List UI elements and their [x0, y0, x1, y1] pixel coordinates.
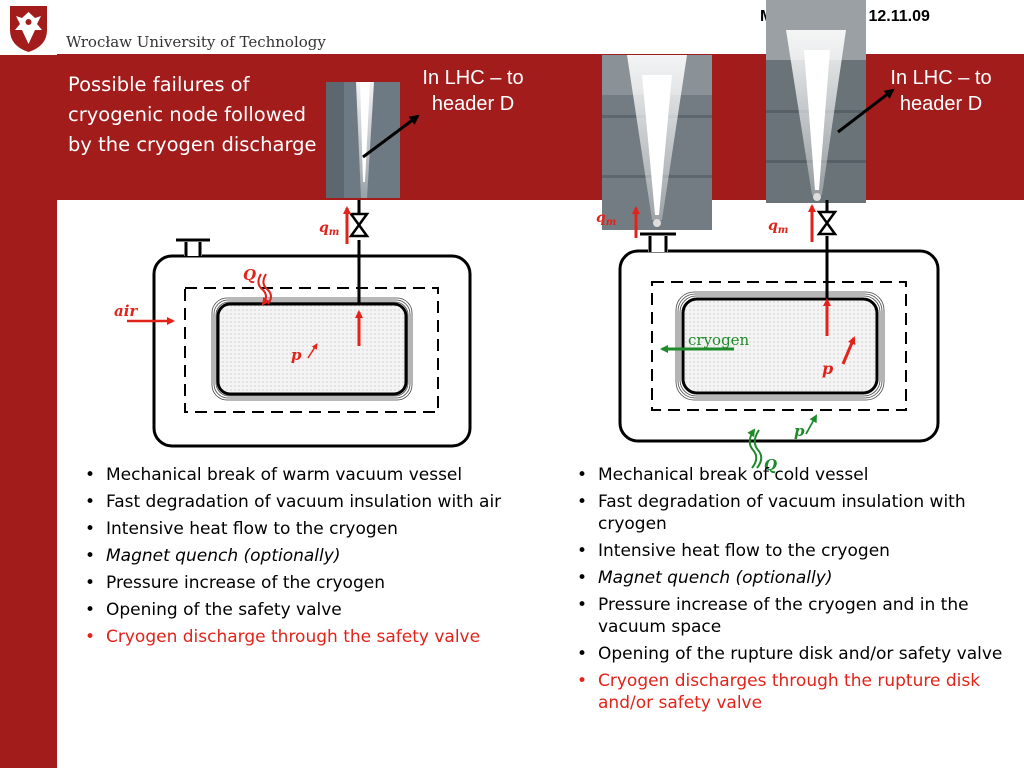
heat-label: Q — [243, 266, 256, 284]
air-label: air — [114, 302, 138, 320]
safety-valve-icon — [819, 212, 835, 234]
qm-label: qm — [319, 220, 339, 238]
vacuum-pressure-label: p — [794, 422, 805, 440]
cold-vessel — [218, 304, 406, 394]
list-item: •Mechanical break of warm vacuum vessel — [70, 464, 520, 486]
list-item: •Fast degradation of vacuum insulation w… — [70, 491, 520, 513]
left-vessel-diagram: qm p Q air — [57, 200, 497, 465]
list-item: •Pressure increase of the cryogen and in… — [562, 594, 1007, 638]
list-item: •Fast degradation of vacuum insulation w… — [562, 491, 1007, 535]
list-item: •Magnet quench (optionally) — [562, 567, 1007, 589]
list-item: •Intensive heat flow to the cryogen — [70, 518, 520, 540]
list-item: •Magnet quench (optionally) — [70, 545, 520, 567]
pressure-label: p — [291, 346, 302, 364]
list-item: •Opening of the rupture disk and/or safe… — [562, 643, 1007, 665]
list-item: •Mechanical break of cold vessel — [562, 464, 1007, 486]
photo-pointer-arrows — [0, 0, 1024, 230]
list-item: •Cryogen discharges through the rupture … — [562, 670, 1007, 714]
left-failure-steps: •Mechanical break of warm vacuum vessel … — [70, 464, 520, 653]
list-item: •Opening of the safety valve — [70, 599, 520, 621]
cryogen-label: cryogen — [688, 331, 750, 349]
list-item: •Intensive heat flow to the cryogen — [562, 540, 1007, 562]
right-vessel-diagram: qm qm p cryogen p Q — [540, 200, 980, 475]
list-item: •Pressure increase of the cryogen — [70, 572, 520, 594]
right-failure-steps: •Mechanical break of cold vessel •Fast d… — [562, 464, 1007, 719]
pressure-label: p — [822, 359, 833, 378]
safety-valve-icon — [351, 214, 367, 236]
qm-label: qm — [768, 218, 788, 236]
list-item: •Cryogen discharge through the safety va… — [70, 626, 520, 648]
qm-disk-label: qm — [596, 210, 616, 228]
